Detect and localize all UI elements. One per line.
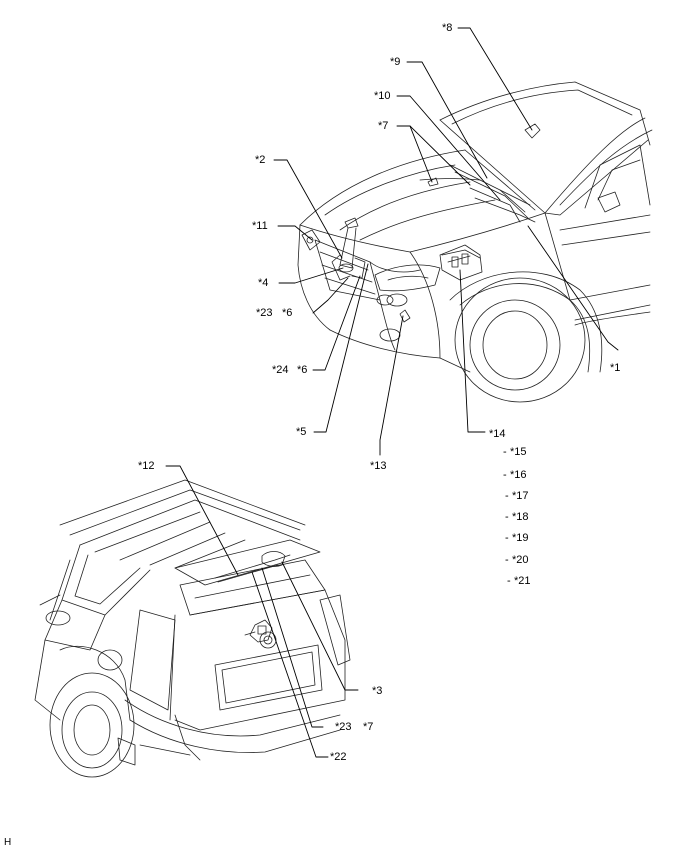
callout-19: *19	[512, 532, 529, 544]
callout-15: *15	[510, 446, 527, 458]
dash-16: -	[503, 469, 507, 481]
callout-17: *17	[512, 490, 529, 502]
callout-3: *3	[372, 685, 383, 697]
dash-20: -	[505, 554, 509, 566]
callout-6-upper: *6	[282, 307, 293, 319]
callout-5: *5	[296, 426, 307, 438]
dash-18: -	[505, 511, 509, 523]
dash-17: -	[505, 490, 509, 502]
callout-1: *1	[610, 362, 621, 374]
figure-code: H	[4, 837, 12, 848]
rear-vehicle	[34, 479, 351, 778]
callout-9: *9	[390, 56, 401, 68]
callout-16: *16	[510, 469, 527, 481]
callout-24: *24	[272, 364, 289, 376]
rear-leader-lines	[165, 465, 359, 758]
callout-22: *22	[330, 751, 347, 763]
callout-20: *20	[512, 554, 529, 566]
callout-10: *10	[374, 90, 391, 102]
callout-12: *12	[138, 460, 155, 472]
callout-11: *11	[252, 220, 268, 232]
callout-4: *4	[258, 277, 269, 289]
dash-19: -	[505, 532, 509, 544]
callout-18: *18	[512, 511, 529, 523]
dash-15: -	[503, 446, 507, 458]
callout-23-front: *23	[256, 307, 273, 319]
callout-23-rear: *23	[335, 721, 352, 733]
callout-14: *14	[489, 428, 506, 440]
callout-7-rear: *7	[363, 721, 374, 733]
callout-7-front: *7	[378, 120, 389, 132]
front-leader-lines	[273, 27, 619, 456]
dash-21: -	[507, 575, 511, 587]
callout-21: *21	[514, 575, 531, 587]
callout-6-lower: *6	[297, 364, 308, 376]
callout-8: *8	[442, 22, 453, 34]
front-vehicle	[297, 81, 653, 403]
callout-13: *13	[370, 460, 387, 472]
callout-2: *2	[255, 154, 266, 166]
